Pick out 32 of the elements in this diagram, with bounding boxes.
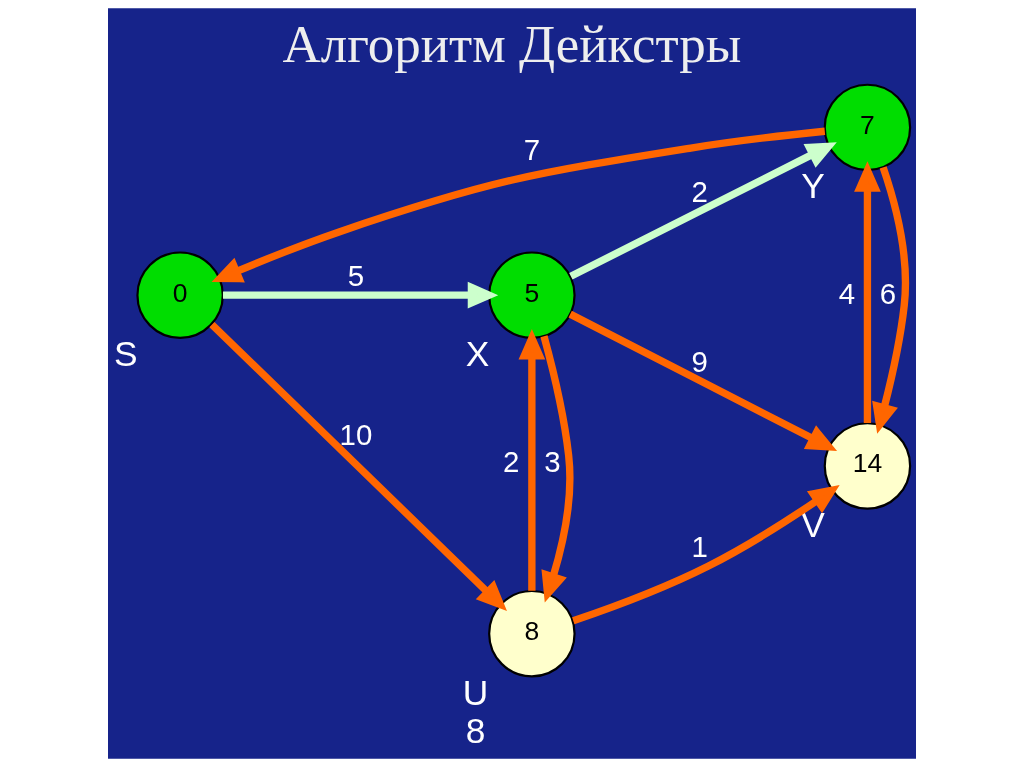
arrow [518,329,546,591]
node-circle: 0 [136,251,224,339]
node-label: 8 [465,710,486,750]
diagram-title: Алгоритм Дейкстры [282,15,742,74]
edge-label: 9 [691,344,708,378]
node-label: U [462,672,489,712]
edge-label: 6 [879,277,897,311]
arrow [211,127,826,283]
edge-label: 10 [339,418,373,452]
edge-label: 3 [544,444,561,478]
arrow [209,322,507,611]
edge-label: 2 [691,175,708,209]
arrow [569,142,837,280]
arrow [222,281,499,309]
edge-label: 2 [503,444,520,478]
edge-label: 7 [523,132,541,166]
edge-label: 5 [347,259,365,293]
node-circle: 8 [488,589,576,678]
node-circle: 7 [823,83,912,172]
node-circle: 5 [488,251,576,339]
edge-label: 4 [838,277,856,311]
arrow [572,485,840,625]
arrow [540,335,574,603]
arrow [872,166,910,434]
edge-label: 1 [691,530,708,564]
node-label: Y [801,166,825,206]
node-label: V [801,504,825,544]
node-circle: 14 [823,422,912,510]
arrow [854,161,881,424]
node-label: X [465,334,490,374]
node-label: S [113,334,138,374]
arrow [568,310,838,452]
